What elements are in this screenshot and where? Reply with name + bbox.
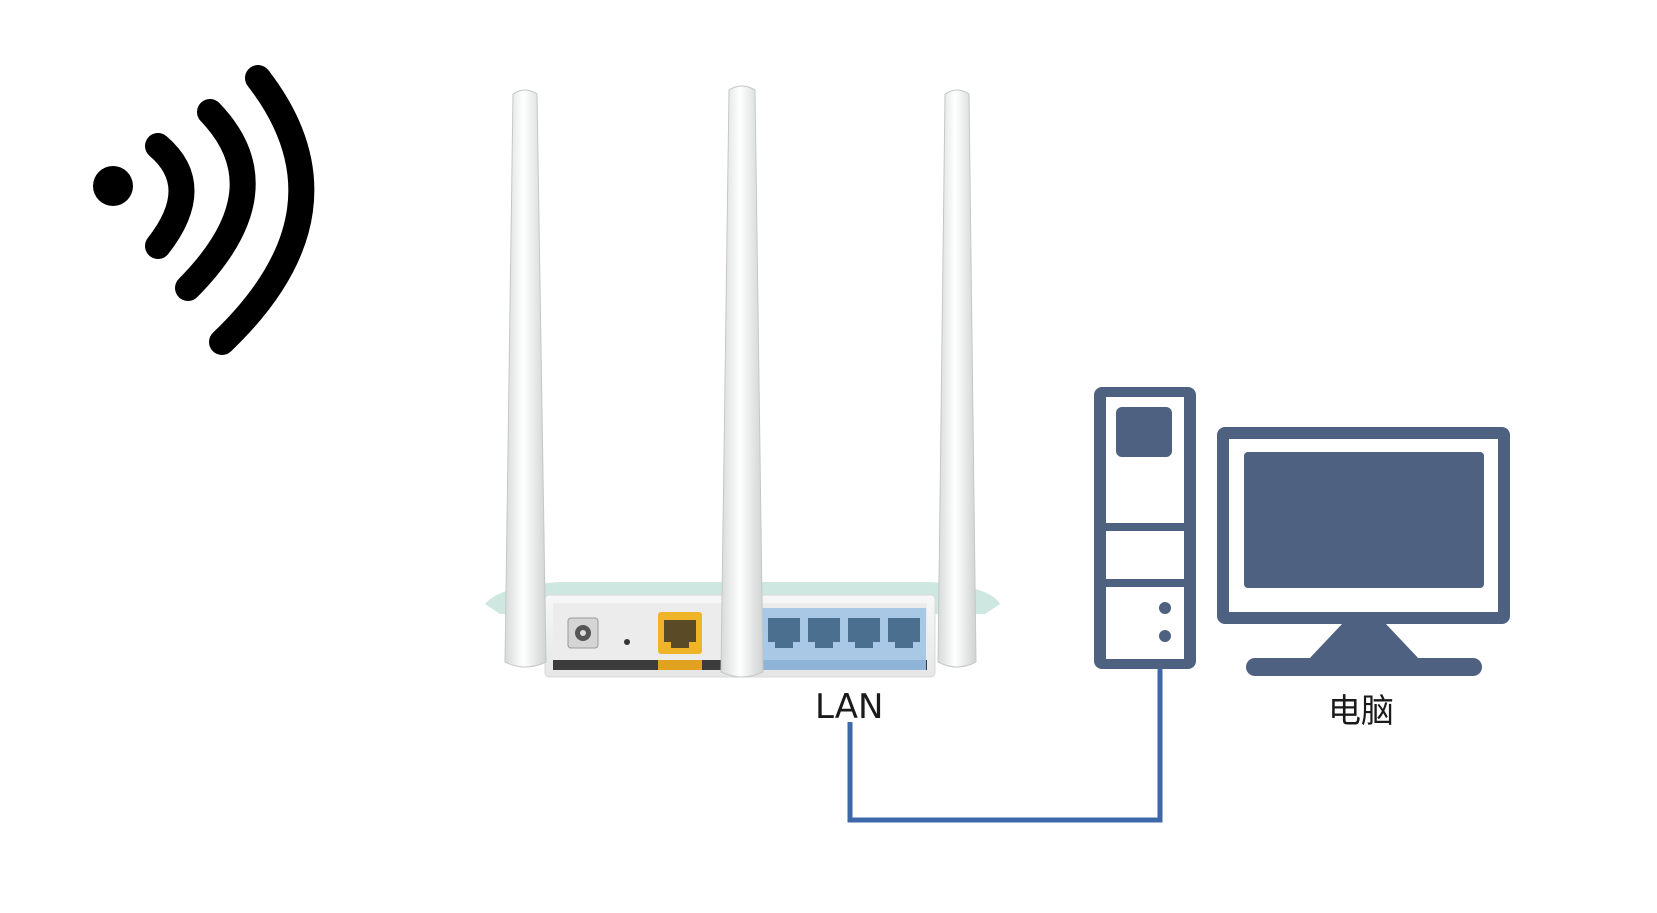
power-jack — [567, 617, 599, 649]
wifi-wave-3 — [209, 65, 315, 355]
tower-button-1 — [1159, 602, 1171, 614]
lan-port-4 — [888, 618, 920, 648]
reset-hole — [624, 639, 630, 645]
lan-port-3 — [848, 618, 880, 648]
monitor-stand — [1308, 624, 1420, 660]
wan-port — [658, 612, 702, 654]
antenna-center — [720, 85, 764, 678]
lan-label: LAN — [815, 687, 884, 727]
tower-button-2 — [1159, 630, 1171, 642]
wifi-wave-1 — [145, 133, 195, 259]
wifi-signal-icon — [93, 65, 315, 355]
desktop-tower-icon — [1094, 387, 1196, 669]
wifi-wave-2 — [175, 99, 256, 301]
lan-ports — [768, 618, 920, 648]
computer-label: 电脑 — [1328, 691, 1394, 730]
wireless-router — [485, 85, 1000, 678]
ethernet-cable — [847, 668, 1163, 823]
antenna-left — [504, 89, 547, 668]
monitor-base — [1246, 658, 1482, 676]
lan-port-2 — [808, 618, 840, 648]
wifi-dot — [93, 166, 133, 206]
lan-port-1 — [768, 618, 800, 648]
antenna-right — [937, 89, 977, 668]
monitor-icon — [1217, 427, 1510, 676]
